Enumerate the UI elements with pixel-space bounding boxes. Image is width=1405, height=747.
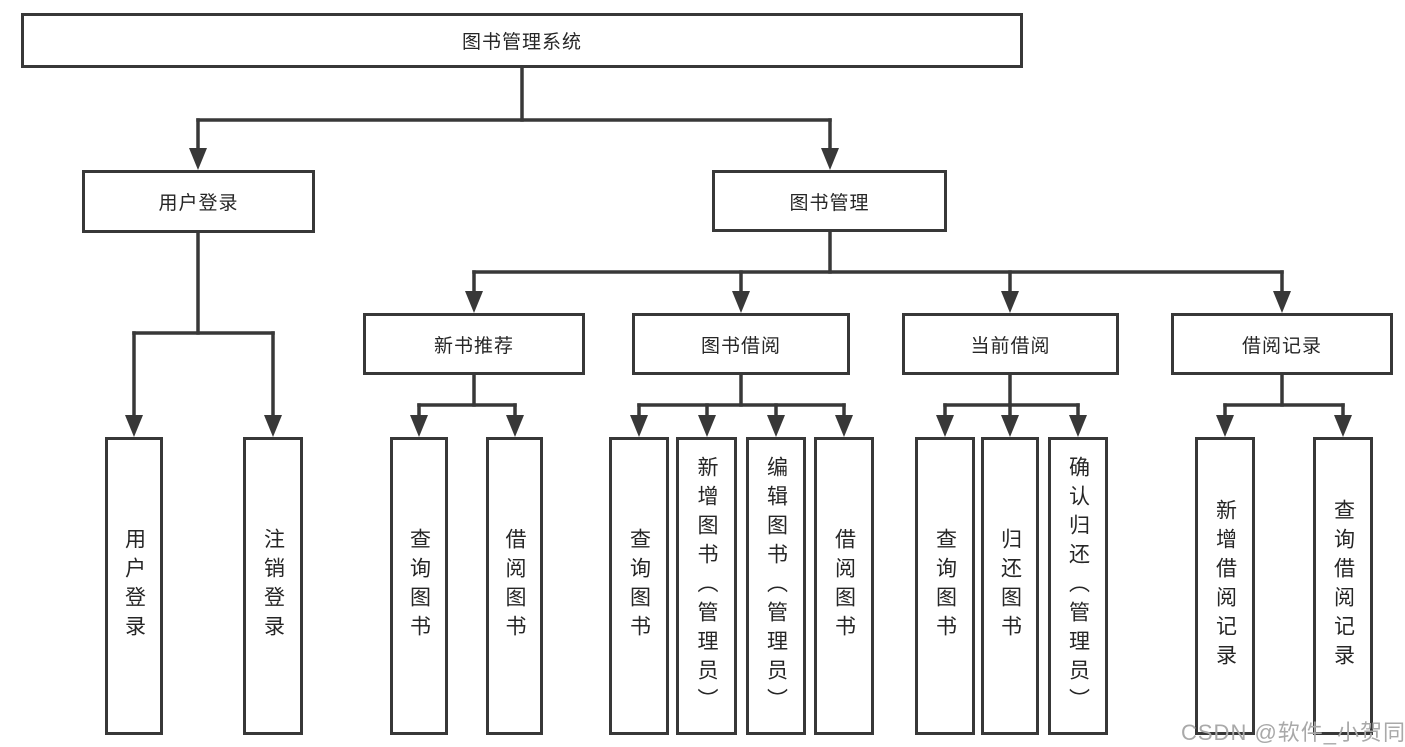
leaf-label: 查询图书 bbox=[933, 528, 957, 644]
node-root: 图书管理系统 bbox=[21, 13, 1023, 68]
node-borrowing-records: 借阅记录 bbox=[1171, 313, 1393, 375]
arrowhead bbox=[1001, 415, 1019, 437]
node-user-login: 用户登录 bbox=[82, 170, 315, 233]
leaf-confirm-return-admin: 确认归还（管理员） bbox=[1048, 437, 1108, 735]
leaf-label: 借阅图书 bbox=[503, 528, 526, 644]
leaf-label: 确认归还（管理员） bbox=[1066, 455, 1090, 717]
leaf-label: 归还图书 bbox=[998, 528, 1022, 644]
node-current-borrowing: 当前借阅 bbox=[902, 313, 1119, 375]
arrowhead bbox=[189, 148, 207, 170]
leaf-user-login: 用户登录 bbox=[105, 437, 163, 735]
leaf-query-books-2: 查询图书 bbox=[609, 437, 669, 735]
arrowhead bbox=[410, 415, 428, 437]
watermark: CSDN @软件_小贺同学 bbox=[1181, 720, 1405, 745]
leaf-logout: 注销登录 bbox=[243, 437, 303, 735]
arrowhead bbox=[1069, 415, 1087, 437]
node-book-borrowing: 图书借阅 bbox=[632, 313, 850, 375]
leaf-label: 新增借阅记录 bbox=[1213, 499, 1237, 673]
arrowhead bbox=[1273, 291, 1291, 313]
arrowhead bbox=[936, 415, 954, 437]
arrowhead bbox=[732, 291, 750, 313]
arrowhead bbox=[698, 415, 716, 437]
arrowhead bbox=[835, 415, 853, 437]
leaf-label: 借阅图书 bbox=[832, 528, 856, 644]
leaf-label: 查询图书 bbox=[407, 528, 431, 644]
leaf-label: 编辑图书（管理员） bbox=[764, 455, 788, 717]
leaf-label: 查询图书 bbox=[627, 528, 651, 644]
leaf-label: 新增图书（管理员） bbox=[695, 455, 718, 717]
arrowhead bbox=[767, 415, 785, 437]
arrowhead bbox=[1216, 415, 1234, 437]
arrowhead bbox=[506, 415, 524, 437]
leaf-query-borrow-record: 查询借阅记录 bbox=[1313, 437, 1373, 735]
arrowhead bbox=[630, 415, 648, 437]
leaf-return-books: 归还图书 bbox=[981, 437, 1039, 735]
leaf-borrow-books-1: 借阅图书 bbox=[486, 437, 543, 735]
arrowhead bbox=[821, 148, 839, 170]
arrowhead bbox=[465, 291, 483, 313]
arrowhead bbox=[1334, 415, 1352, 437]
leaf-edit-book-admin: 编辑图书（管理员） bbox=[746, 437, 806, 735]
leaf-add-book-admin: 新增图书（管理员） bbox=[676, 437, 737, 735]
leaf-label: 查询借阅记录 bbox=[1331, 499, 1355, 673]
leaf-query-books-3: 查询图书 bbox=[915, 437, 975, 735]
arrowhead bbox=[264, 415, 282, 437]
leaf-borrow-books-2: 借阅图书 bbox=[814, 437, 874, 735]
node-book-management: 图书管理 bbox=[712, 170, 947, 232]
leaf-label: 注销登录 bbox=[261, 528, 285, 644]
leaf-add-borrow-record: 新增借阅记录 bbox=[1195, 437, 1255, 735]
arrowhead bbox=[125, 415, 143, 437]
arrowhead bbox=[1001, 291, 1019, 313]
leaf-query-books-1: 查询图书 bbox=[390, 437, 448, 735]
leaf-label: 用户登录 bbox=[122, 528, 146, 644]
node-new-book-recommendation: 新书推荐 bbox=[363, 313, 585, 375]
